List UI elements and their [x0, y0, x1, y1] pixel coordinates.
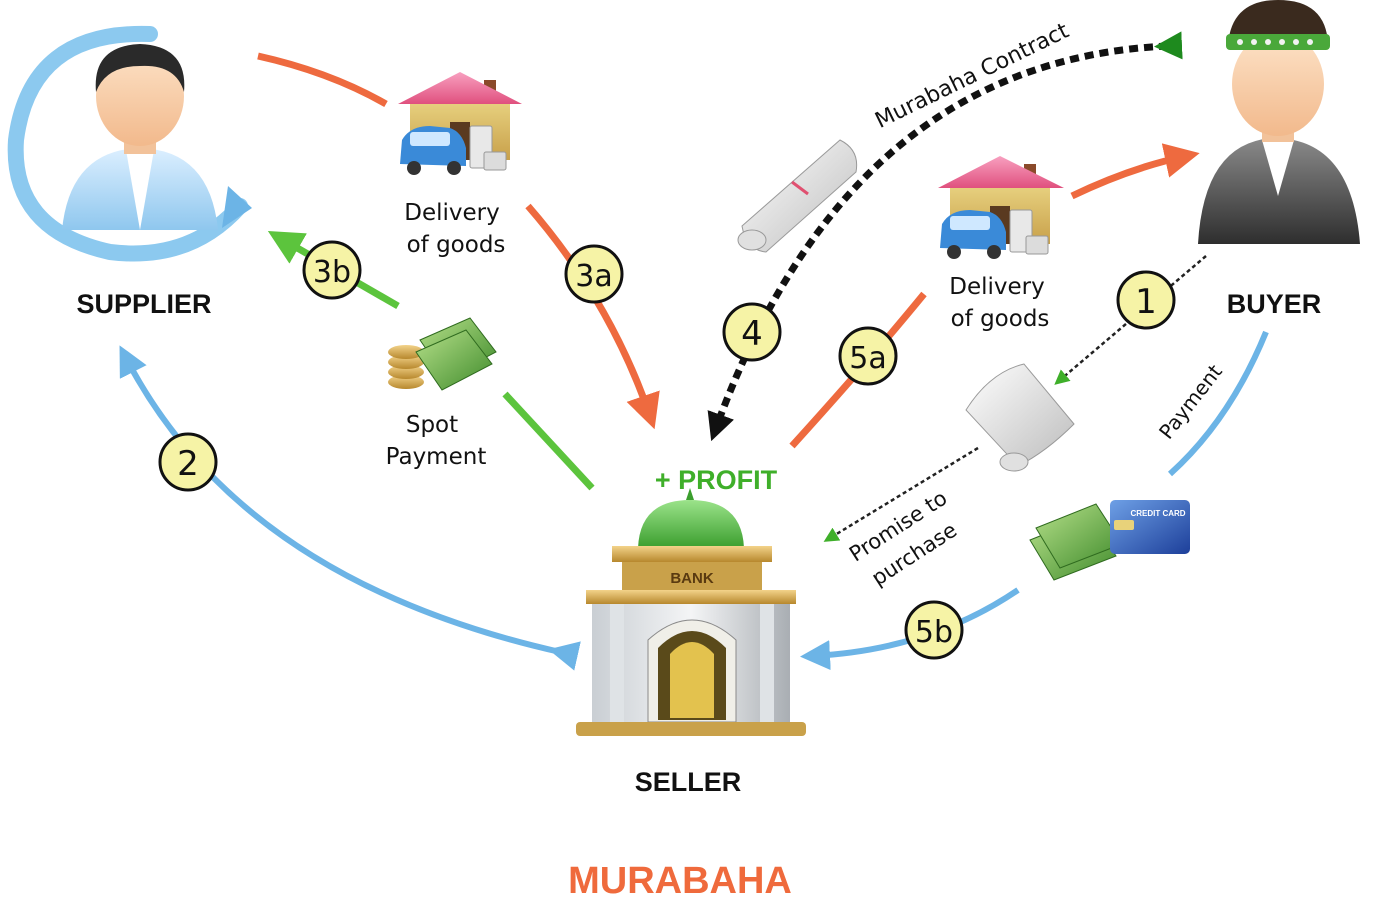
- arrow-3a-delivery-to-seller: [525, 203, 660, 430]
- step-badge-5a-text: 5a: [849, 341, 886, 376]
- goods-house-left-icon: [398, 72, 522, 175]
- buyer-label: BUYER: [1227, 289, 1322, 319]
- step-badge-1-text: 1: [1135, 282, 1157, 322]
- step-badge-4-text: 4: [741, 314, 763, 354]
- bank-building-icon: BANK: [576, 488, 806, 736]
- arrow-1-buyer-to-promise: [1054, 255, 1207, 385]
- delivery-left-line2: of goods: [407, 232, 506, 258]
- step-badge-5b-text: 5b: [915, 615, 953, 650]
- profit-label: + PROFIT: [655, 465, 778, 495]
- diagram-title: MURABAHA: [568, 860, 792, 901]
- buyer-figure-icon: [1198, 0, 1360, 244]
- supplier-figure-icon: [7, 25, 252, 262]
- murabaha-contract-label: Murabaha Contract: [871, 18, 1073, 134]
- delivery-right-line1: Delivery: [949, 274, 1044, 300]
- step-badge-3a-text: 3a: [575, 259, 612, 294]
- spot-payment-line1: Spot: [406, 412, 458, 438]
- credit-card-text: CREDIT CARD: [1130, 509, 1185, 518]
- arrow-2-seller-supplier: [119, 345, 581, 671]
- bank-text: BANK: [670, 570, 713, 587]
- arrow-promise-to-seller: [823, 446, 979, 542]
- step-badge-2: 2: [158, 432, 218, 492]
- delivery-left-line1: Delivery: [404, 200, 499, 226]
- step-badge-1: 1: [1116, 270, 1176, 330]
- cash-coins-icon: [388, 317, 497, 391]
- arrow-seller-to-spot-payment: [502, 391, 595, 491]
- delivery-right-line2: of goods: [951, 306, 1050, 332]
- spot-payment-line2: Payment: [386, 444, 487, 470]
- promise-scroll-icon: [965, 363, 1075, 472]
- arrow-supplier-to-delivery: [257, 52, 388, 108]
- goods-house-right-icon: [938, 156, 1064, 259]
- step-badge-5b: 5b: [904, 600, 964, 660]
- step-badge-3a: 3a: [564, 244, 624, 304]
- arrow-delivery-to-buyer: [1070, 143, 1200, 200]
- payment-label: Payment: [1154, 360, 1227, 444]
- contract-scroll-icon: [737, 139, 858, 253]
- supplier-label: SUPPLIER: [76, 289, 211, 319]
- step-badge-3b-text: 3b: [313, 255, 351, 290]
- step-badge-2-text: 2: [177, 444, 199, 484]
- step-badge-4: 4: [722, 302, 782, 362]
- arrow-buyer-payment: [1167, 330, 1269, 477]
- seller-label: SELLER: [635, 767, 742, 797]
- cash-card-icon: CREDIT CARD: [1029, 500, 1190, 581]
- step-badge-5a: 5a: [838, 326, 898, 386]
- step-badge-3b: 3b: [302, 240, 362, 300]
